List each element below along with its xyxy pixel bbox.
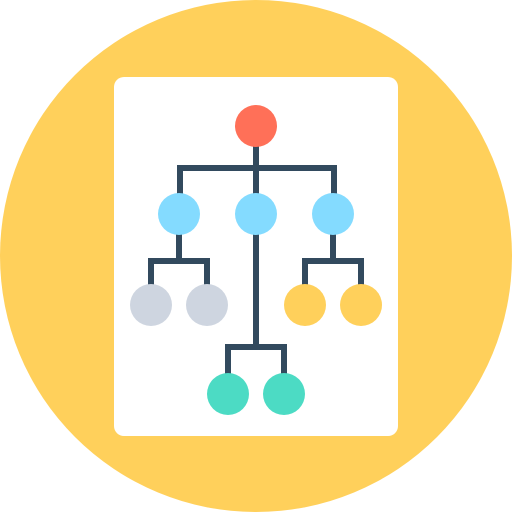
leaf-node-grey-1 <box>130 284 172 326</box>
level1-node-right <box>312 193 354 235</box>
leaf-node-teal-1 <box>207 373 249 415</box>
leaf-node-grey-2 <box>186 284 228 326</box>
connector-lines <box>148 146 364 374</box>
connector-center-trunk <box>225 234 287 374</box>
leaf-node-yellow-1 <box>284 284 326 326</box>
level1-node-center <box>235 193 277 235</box>
leaf-node-yellow-2 <box>340 284 382 326</box>
connector-right-branch <box>302 234 364 286</box>
leaf-node-teal-2 <box>263 373 305 415</box>
root-node <box>235 105 277 147</box>
connector-left-branch <box>148 234 210 286</box>
connector-level1 <box>177 165 337 194</box>
level1-node-left <box>158 193 200 235</box>
